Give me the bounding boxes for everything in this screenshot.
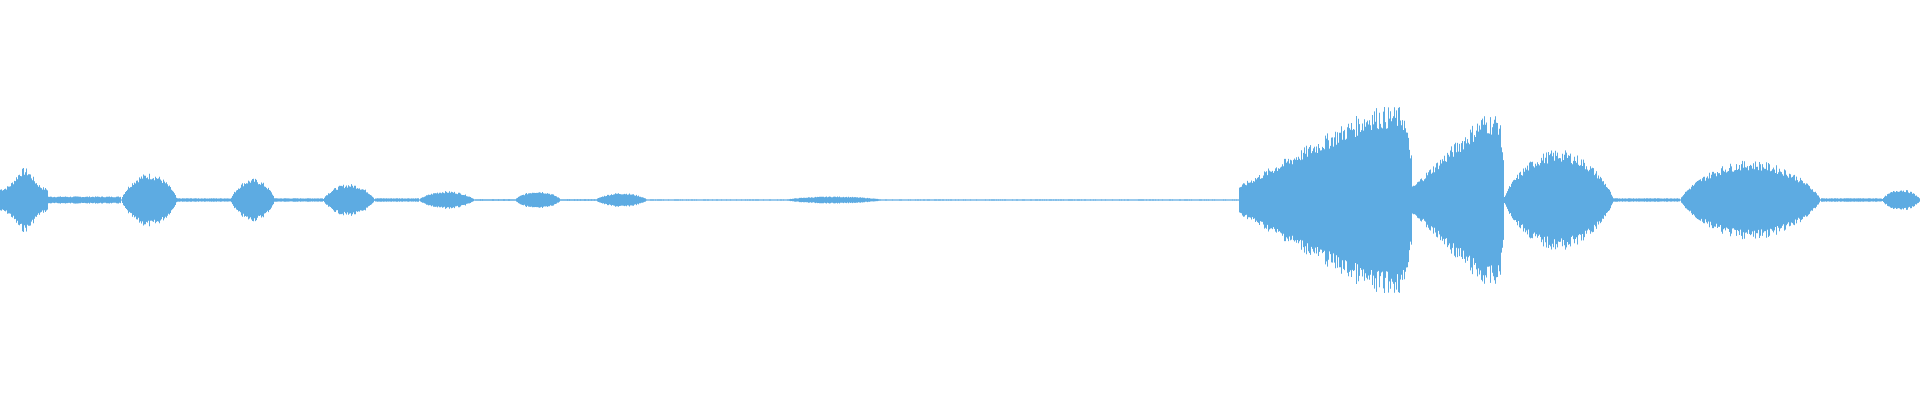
waveform-bars bbox=[0, 107, 1920, 293]
waveform-path bbox=[0, 107, 1920, 293]
